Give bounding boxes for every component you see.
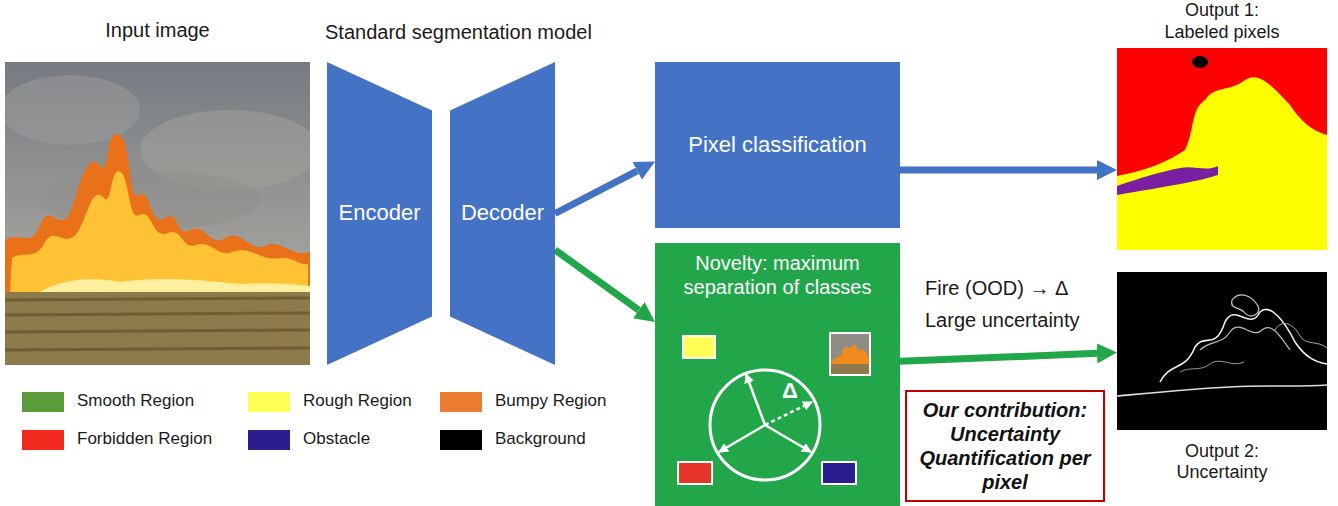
flame-core xyxy=(10,171,308,292)
edge-contour xyxy=(1160,309,1327,382)
input-image: Input image xyxy=(5,18,310,365)
node-label: Encoder xyxy=(339,200,421,226)
node-label: Our contribution: Uncertainty Quantifica… xyxy=(915,398,1095,494)
thumbnail-flame xyxy=(831,344,869,364)
class-vector xyxy=(719,425,765,452)
class-swatch xyxy=(822,462,856,484)
section-title: Standard segmentation model xyxy=(325,20,592,44)
class-swatch xyxy=(678,462,712,484)
node-label: Pixel classification xyxy=(688,132,867,158)
edge-contour xyxy=(1180,361,1244,372)
flames xyxy=(5,134,310,292)
node-label: Output 1: Labeled pixels xyxy=(1155,0,1290,43)
edge-contour xyxy=(1232,295,1259,316)
legend-swatch xyxy=(248,392,290,412)
node-label: Output 2: Uncertainty xyxy=(1160,441,1285,484)
novelty-box: Novelty: maximum separation of classesΔ xyxy=(655,243,900,506)
output-map: Output 2: Uncertainty xyxy=(1117,272,1327,484)
class-vector xyxy=(765,425,811,452)
flow-arrow xyxy=(555,250,639,310)
legend-label: Rough Region xyxy=(303,391,412,411)
field xyxy=(5,285,310,365)
output-map: Output 1: Labeled pixels xyxy=(1117,0,1327,250)
legend-swatch xyxy=(22,430,64,450)
legend-swatch xyxy=(440,430,482,450)
labeled-pixels-map xyxy=(1117,48,1327,250)
process-box: Pixel classification xyxy=(655,62,900,228)
field-stripes xyxy=(5,298,310,350)
fire-thumbnail xyxy=(830,333,870,375)
node-label: Novelty: maximum separation of classes xyxy=(665,251,890,299)
legend-label: Bumpy Region xyxy=(495,391,607,411)
forbidden-area xyxy=(1117,48,1327,250)
edge-contour xyxy=(1200,327,1290,350)
decoder-block: Decoder xyxy=(450,62,555,365)
edge-contour xyxy=(1117,385,1327,396)
legend-label: Obstacle xyxy=(303,429,370,449)
obstacle-band xyxy=(1117,166,1218,195)
node-label: Decoder xyxy=(461,200,544,226)
trapezoid-fill xyxy=(450,62,555,365)
class-vector xyxy=(746,374,765,425)
class-swatch xyxy=(683,336,715,358)
map-ground xyxy=(1117,272,1327,430)
legend-label: Forbidden Region xyxy=(77,429,212,449)
encoder-block: Encoder xyxy=(327,62,432,365)
arrow-annotation: Fire (OOD) → Δ xyxy=(925,276,1068,300)
legend-swatch xyxy=(22,392,64,412)
smoke-cloud xyxy=(5,75,140,145)
flow-arrow xyxy=(900,353,1097,361)
fire-photo xyxy=(5,62,310,365)
contribution-box: Our contribution: Uncertainty Quantifica… xyxy=(905,390,1105,502)
uncertainty-map xyxy=(1117,272,1327,430)
ood-vector xyxy=(765,402,812,425)
delta-symbol: Δ xyxy=(782,378,798,404)
edge-contour xyxy=(1275,323,1327,348)
legend-label: Background xyxy=(495,429,586,449)
background-blob xyxy=(1192,56,1208,68)
flame-base xyxy=(40,279,310,292)
hypersphere xyxy=(710,370,820,480)
node-label: Input image xyxy=(105,18,210,42)
trapezoid-fill xyxy=(327,62,432,365)
flow-arrow xyxy=(555,171,637,214)
flow-arrow xyxy=(900,166,1097,173)
rough-area xyxy=(1117,77,1327,250)
legend-label: Smooth Region xyxy=(77,391,194,411)
thumbnail-field xyxy=(831,364,869,374)
legend-swatch xyxy=(248,430,290,450)
legend-swatch xyxy=(440,392,482,412)
arrow-annotation: Large uncertainty xyxy=(925,308,1080,332)
